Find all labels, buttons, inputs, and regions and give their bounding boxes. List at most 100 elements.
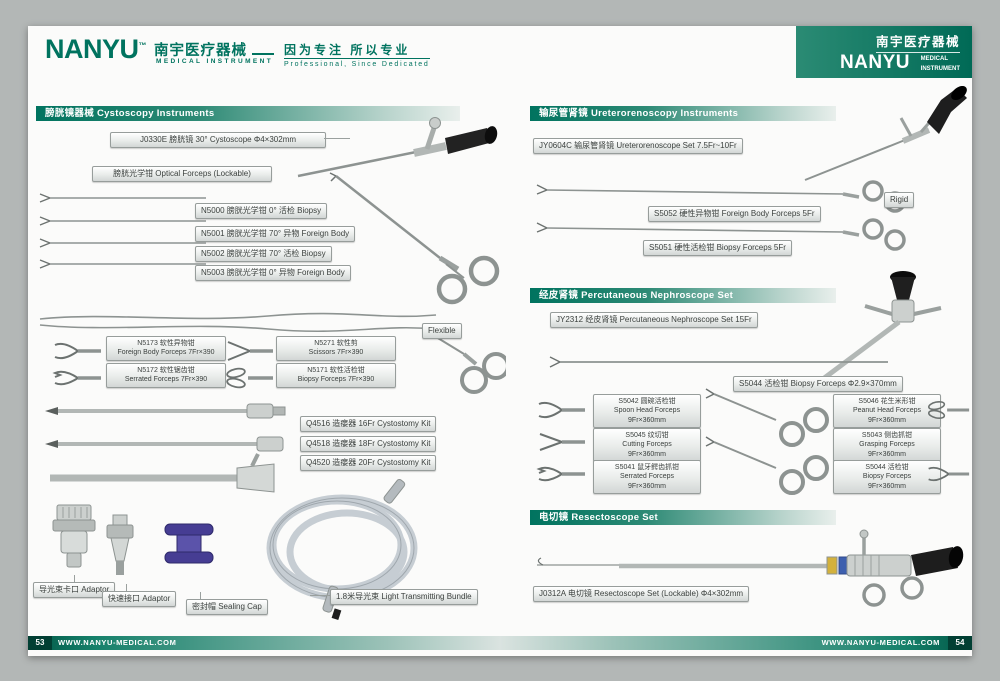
label-sealing-cap: 密封帽 Sealing Cap	[186, 599, 268, 615]
leader-line	[126, 584, 127, 591]
label-cystoscope: J0330E 膀胱镜 30° Cystoscope Φ4×302mm	[110, 132, 326, 148]
footer-url-left: WWW.NANYU-MEDICAL.COM	[58, 638, 177, 647]
brand-subtitle: MEDICAL INSTRUMENT	[156, 58, 274, 65]
footer-url-right: WWW.NANYU-MEDICAL.COM	[821, 638, 940, 647]
label-line: N5271 软性剪	[314, 340, 358, 347]
section-nephro-header: 经皮肾镜 Percutaneous Nephroscope Set	[530, 288, 836, 303]
label-line: 9Fr×360mm	[868, 416, 906, 424]
label-n5000: N5000 膀胱光学钳 0° 活检 Biopsy	[195, 203, 328, 219]
forceps-tip-illustration	[539, 433, 585, 451]
label-rigid: Rigid	[884, 192, 915, 208]
leader-line	[310, 595, 330, 596]
forceps-tip-illustration	[54, 342, 101, 360]
label-line: Biopsy Forceps 7Fr×390	[297, 376, 375, 384]
forceps-tip-illustration	[927, 400, 970, 420]
label-line: 9Fr×360mm	[628, 416, 666, 424]
label-line: Scissors 7Fr×390	[308, 349, 364, 357]
label-optical-forceps: 膀胱光学钳 Optical Forceps (Lockable)	[92, 166, 272, 182]
footer-bar	[28, 636, 972, 650]
label-line: Grasping Forceps	[859, 441, 915, 449]
label-line: N5172 软性锯齿钳	[137, 367, 195, 374]
label-line: S5046 花生米形钳	[858, 398, 916, 405]
resectoscope-illustration	[537, 529, 964, 607]
nephroscope-illustration	[786, 271, 942, 391]
brand-block: 南宇医疗器械 NANYU MEDICAL INSTRUMENT	[796, 26, 972, 78]
brand-chinese: 南宇医疗器械	[154, 43, 247, 59]
header: NANYU™ 南宇医疗器械 MEDICAL INSTRUMENT 因为专注 所以…	[28, 26, 972, 78]
forceps-tip-illustration	[536, 466, 585, 482]
label-j0312a: J0312A 电切镜 Resectoscope Set (Lockable) Φ…	[533, 586, 750, 602]
label-line: 9Fr×360mm	[628, 482, 666, 490]
page-number-right: 54	[948, 636, 972, 650]
slogan-underline	[284, 58, 430, 59]
header-dash	[252, 53, 274, 55]
label-line: Cutting Forceps	[622, 441, 672, 449]
label-line: S5043 侧齿抓钳	[861, 432, 913, 439]
brand-block-logo: NANYU	[839, 52, 910, 73]
label-s5046: S5046 花生米形钳 Peanut Head Forceps 9Fr×360m…	[833, 394, 941, 429]
section-uretero-header: 输尿管肾镜 Ureterorenoscopy Instruments	[530, 106, 836, 121]
label-s5042: S5042 圆碗活检钳 Spoon Head Forceps 9Fr×360mm	[593, 394, 701, 429]
label-s5045: S5045 纹切钳 Cutting Forceps 9Fr×360mm	[593, 428, 701, 463]
optical-forceps-illustration	[329, 172, 500, 305]
label-line: N5173 软性异物钳	[137, 340, 195, 347]
leader-line	[74, 575, 75, 582]
label-n5173: N5173 软性异物钳 Foreign Body Forceps 7Fr×390	[106, 336, 226, 361]
sealing-cap-illustration	[164, 523, 214, 564]
ring-forceps-illustration	[705, 436, 829, 495]
label-line: Serrated Forceps 7Fr×390	[124, 376, 208, 384]
forceps-tip-illustration	[52, 370, 101, 386]
section-resecto-header: 电切镜 Resectoscope Set	[530, 510, 836, 525]
trademark-mark: ™	[138, 41, 147, 50]
label-q4518: Q4518 造瘘器 18Fr Cystostomy Kit	[300, 436, 437, 452]
label-line: S5041 鼠牙鳄齿抓钳	[614, 464, 680, 471]
ring-forceps-illustration	[705, 388, 829, 447]
label-line: N5171 软性活检钳	[307, 367, 365, 374]
leader-line	[324, 138, 350, 139]
brand-block-sub1: MEDICAL	[920, 56, 948, 62]
forceps-shaft-illustration	[39, 259, 206, 269]
brand-block-sub: MEDICAL INSTRUMENT	[921, 55, 960, 74]
brand-block-chinese: 南宇医疗器械	[875, 31, 960, 53]
label-q4516: Q4516 造瘘器 16Fr Cystostomy Kit	[300, 416, 437, 432]
label-jy2312: JY2312 经皮肾镜 Percutaneous Nephroscope Set…	[550, 312, 758, 328]
section-cystoscopy-header: 膀胱镜器械 Cystoscopy Instruments	[36, 106, 460, 121]
page-number-left: 53	[28, 636, 52, 650]
label-line: Spoon Head Forceps	[613, 407, 681, 415]
label-n5171: N5171 软性活检钳 Biopsy Forceps 7Fr×390	[276, 363, 396, 388]
label-s5052: S5052 硬性异物钳 Foreign Body Forceps 5Fr	[648, 206, 821, 222]
label-line: 9Fr×360mm	[628, 450, 666, 458]
label-line: Serrated Forceps	[619, 473, 675, 481]
label-n5172: N5172 软性锯齿钳 Serrated Forceps 7Fr×390	[106, 363, 226, 388]
label-adaptor-bayonet: 导光束卡口 Adaptor	[33, 582, 116, 598]
forceps-tip-illustration	[227, 341, 273, 361]
label-adaptor-quick: 快速接口 Adaptor	[102, 591, 177, 607]
label-n5002: N5002 膀胱光学钳 70° 活检 Biopsy	[195, 246, 332, 262]
rigid-forceps-illustration	[536, 218, 906, 251]
catalog-page: NANYU™ 南宇医疗器械 MEDICAL INSTRUMENT 因为专注 所以…	[28, 26, 972, 656]
label-line: S5044 活检钳	[865, 464, 909, 471]
forceps-shaft-illustration	[39, 238, 206, 248]
label-line: Biopsy Forceps	[862, 473, 912, 481]
brand-logo: NANYU™	[45, 34, 146, 65]
label-q4520: Q4520 造瘘器 20Fr Cystostomy Kit	[300, 455, 437, 471]
ureteroscope-illustration	[804, 86, 967, 181]
slogan-english: Professional, Since Dedicated	[284, 61, 430, 68]
forceps-tip-illustration	[928, 466, 970, 482]
label-flexible: Flexible	[422, 323, 462, 339]
leader-line	[200, 592, 201, 599]
flexible-forceps-illustration	[39, 312, 437, 320]
label-line: Foreign Body Forceps 7Fr×390	[117, 349, 215, 357]
label-n5271: N5271 软性剪 Scissors 7Fr×390	[276, 336, 396, 361]
label-n5001: N5001 膀胱光学钳 70° 异物 Foreign Body	[195, 226, 356, 242]
light-adaptor-illustration	[52, 504, 96, 568]
brand-logo-text: NANYU	[45, 34, 139, 64]
biopsy-forceps-shaft-illustration	[549, 356, 888, 368]
cystostomy-trocar-illustration	[45, 403, 286, 493]
forceps-shaft-illustration	[39, 216, 206, 226]
flexible-forceps-illustration	[39, 324, 437, 333]
forceps-tip-illustration	[538, 401, 585, 419]
label-line: S5045 纹切钳	[625, 432, 669, 439]
forceps-shaft-illustration	[39, 193, 206, 203]
